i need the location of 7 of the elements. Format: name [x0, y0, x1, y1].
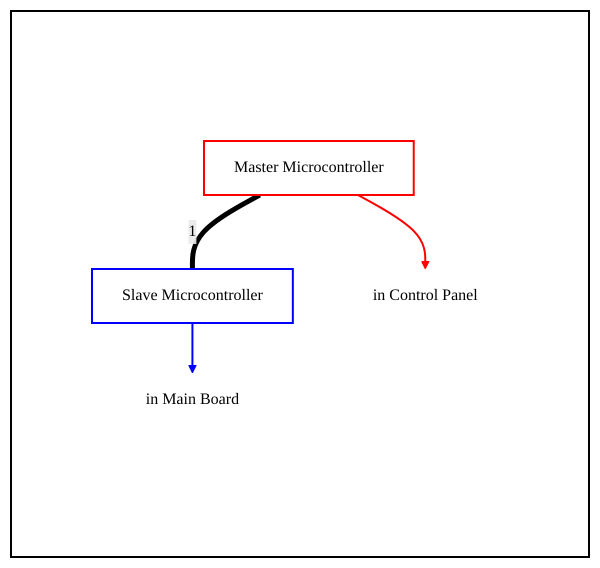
node-text: in Control Panel — [372, 287, 478, 304]
node-box: Master Microcontroller — [203, 140, 415, 196]
arrow — [188, 323, 197, 374]
edge-label: 1 — [188, 223, 197, 240]
node-box: Slave Microcontroller — [91, 268, 294, 324]
arrow — [358, 194, 430, 270]
node-text: in Main Board — [146, 391, 240, 408]
